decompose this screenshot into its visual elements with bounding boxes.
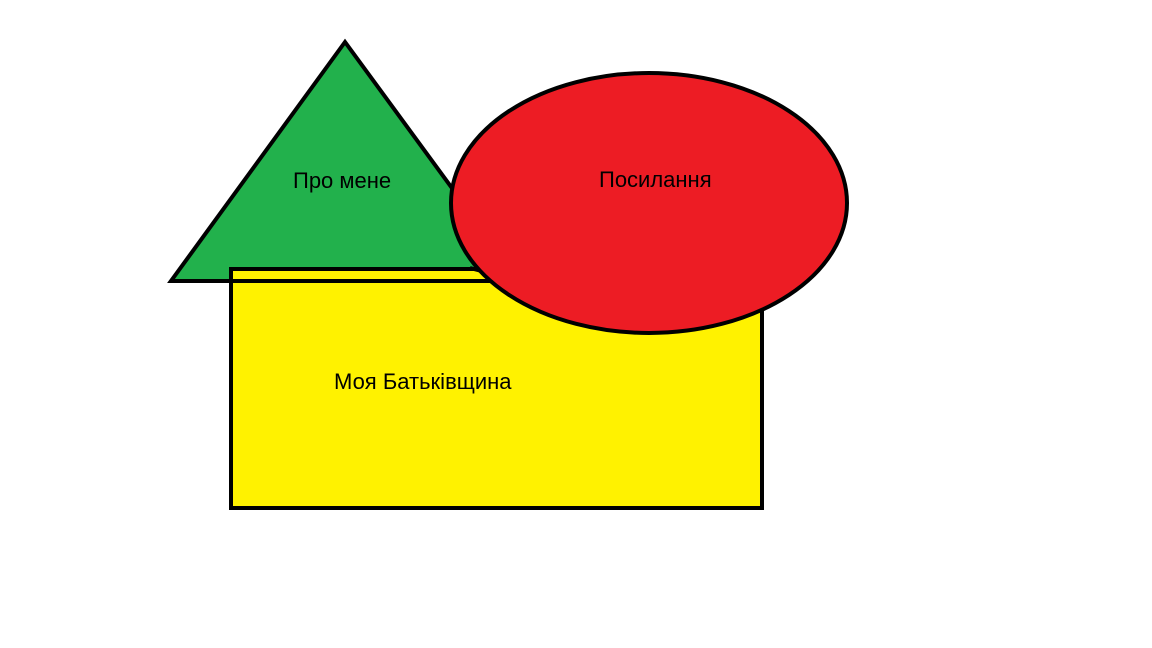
ellipse-label: Посилання <box>599 167 712 192</box>
triangle-label: Про мене <box>293 168 391 193</box>
rectangle-label: Моя Батьківщина <box>334 369 512 394</box>
ellipse-shape[interactable] <box>449 71 849 335</box>
